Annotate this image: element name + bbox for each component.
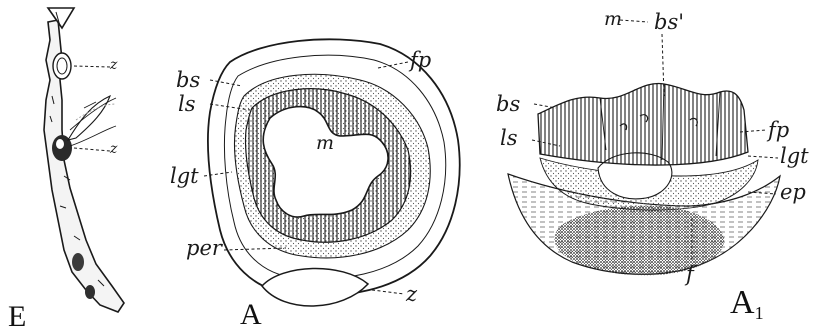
leader-z-upper (74, 66, 110, 67)
label-a1-fp: fp (768, 120, 789, 141)
figure-a1-letter: A1 (730, 286, 764, 320)
label-a1-lgt: lgt (780, 146, 809, 167)
label-lgt: lgt (170, 166, 199, 187)
label-m: m (316, 134, 334, 153)
figure-a1-detail (508, 20, 780, 275)
label-ep: ep (780, 182, 806, 203)
figure-a-letter: A (240, 300, 262, 330)
figure-e-twig (44, 8, 124, 312)
label-f: f (686, 264, 694, 285)
label-z: z (406, 284, 417, 305)
figure-a-section (204, 39, 460, 306)
leader-z-lower (74, 148, 110, 151)
label-ls: ls (178, 94, 196, 115)
figure-e-letter: E (8, 302, 26, 332)
label-fp: fp (410, 50, 431, 71)
label-per: per (186, 238, 222, 259)
label-z-upper: z (110, 58, 117, 72)
label-a1-bs: bs (496, 94, 520, 115)
label-a1-ls: ls (500, 128, 518, 149)
bud-upper (53, 53, 71, 79)
label-bs: bs (176, 70, 200, 91)
bud-scar (72, 253, 84, 271)
label-bs-prime: bs' (654, 12, 684, 33)
figure-a1-subscript: 1 (755, 303, 764, 323)
label-z-lower: z (110, 142, 117, 156)
label-a1-m: m (604, 10, 622, 29)
